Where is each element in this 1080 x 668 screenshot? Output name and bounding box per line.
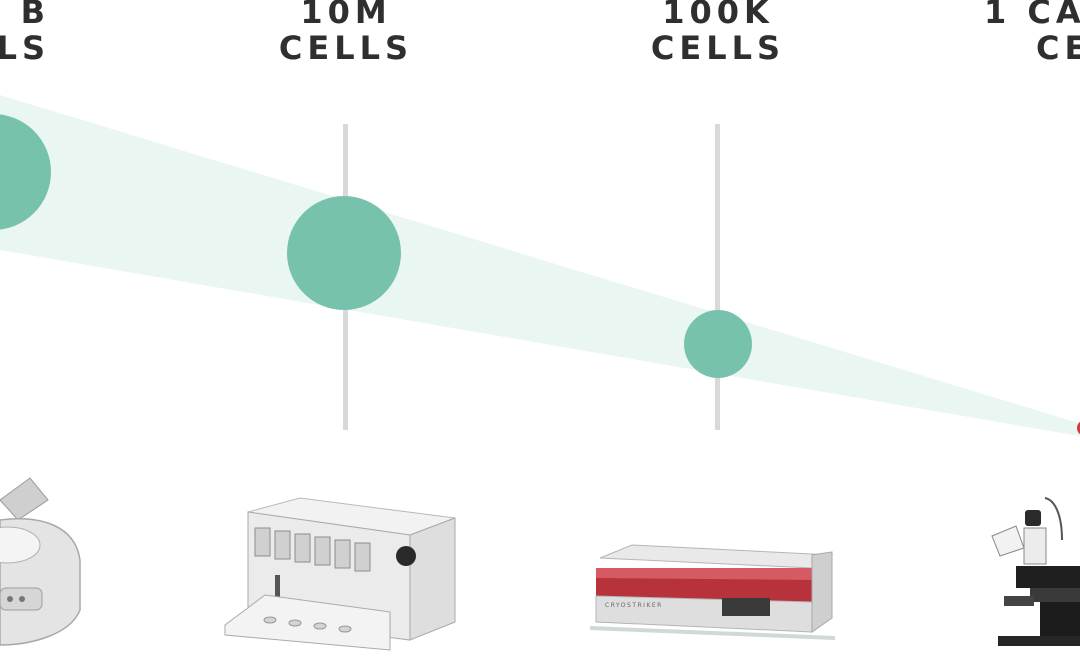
bubble-billions bbox=[0, 114, 51, 230]
stage-count: 100K bbox=[662, 0, 774, 31]
stage-unit: LS bbox=[0, 29, 50, 67]
cryostat-icon: CRYOSTRIKER bbox=[590, 544, 835, 640]
microscope-icon bbox=[991, 497, 1080, 646]
divider-line-100k bbox=[715, 124, 720, 430]
cell-sorter-icon bbox=[224, 497, 456, 651]
stage-unit: CE bbox=[1036, 29, 1080, 66]
stage-count: B bbox=[20, 0, 50, 31]
bubble-10m bbox=[287, 196, 401, 310]
stage-label-billions: B LS bbox=[0, 0, 50, 66]
cryostat-brand-label: CRYOSTRIKER bbox=[605, 602, 663, 609]
stage-label-10m: 10M CELLS bbox=[264, 0, 428, 66]
stage-label-single-cell: 1 CA CE bbox=[984, 0, 1080, 66]
stage-count: 1 CA bbox=[984, 0, 1080, 31]
funnel-cone bbox=[0, 95, 1080, 437]
centrifuge-icon bbox=[0, 477, 81, 646]
bubble-single-cell bbox=[1077, 421, 1080, 435]
bubble-100k bbox=[684, 310, 752, 378]
stage-unit: CELLS bbox=[278, 29, 414, 67]
stage-count: 10M bbox=[300, 0, 392, 31]
stage-unit: CELLS bbox=[650, 29, 786, 67]
stage-label-100k: 100K CELLS bbox=[636, 0, 800, 66]
